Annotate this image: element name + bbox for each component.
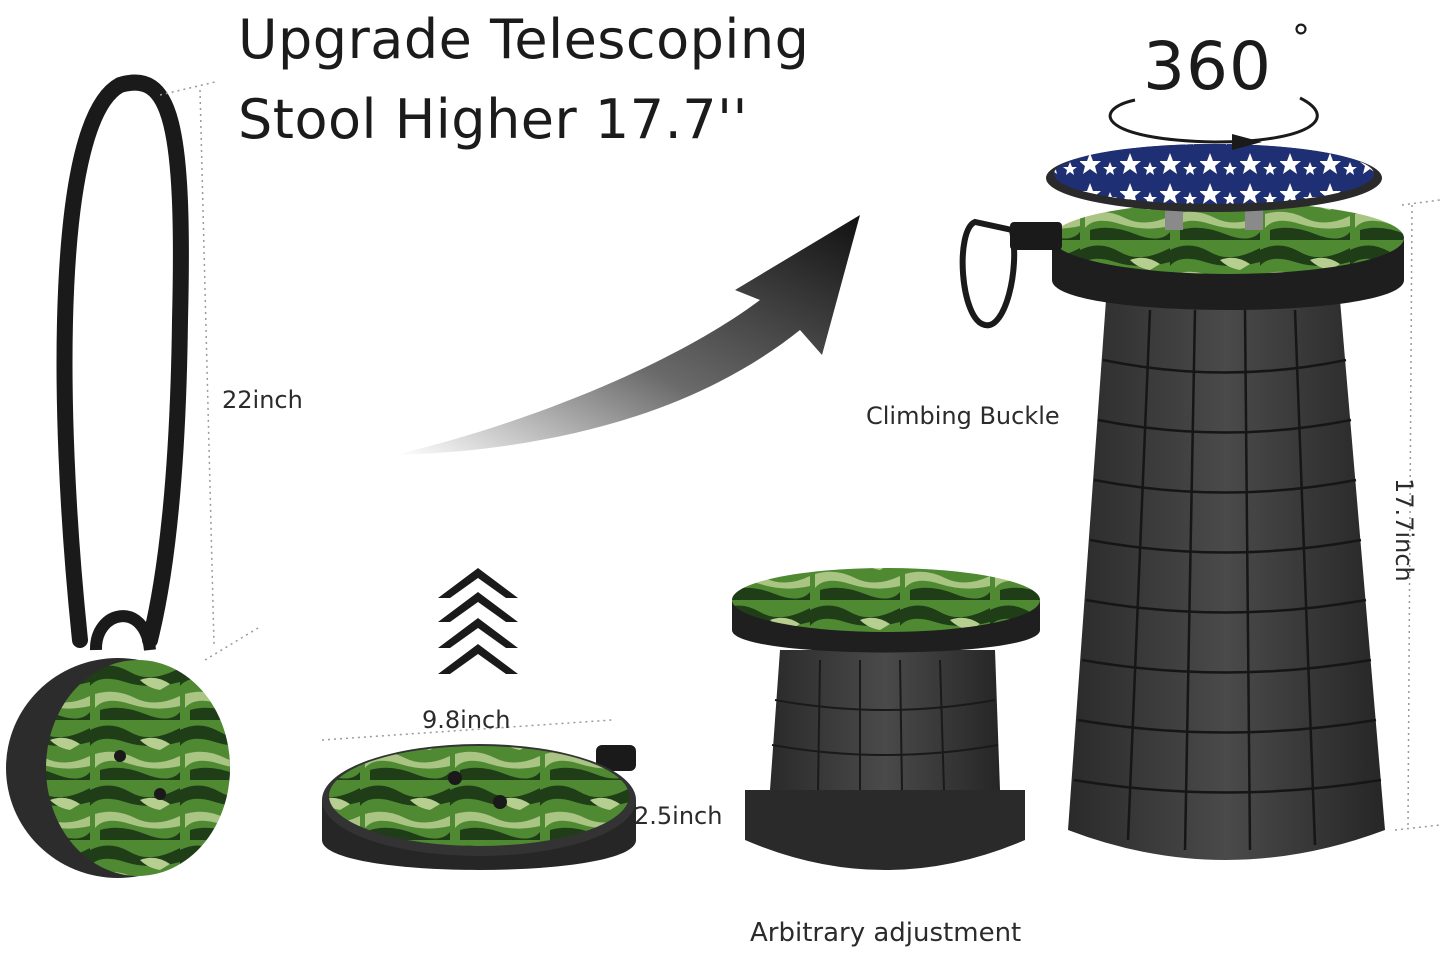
- folded-height-label: 2.5inch: [634, 802, 723, 830]
- rotation-unit: °: [1292, 18, 1310, 59]
- headline-line-2: Stool Higher 17.7'': [238, 88, 748, 151]
- headline-line-1: Upgrade Telescoping: [238, 8, 810, 71]
- arrow-graphic: [395, 215, 860, 455]
- headline: Upgrade Telescoping Stool Higher 17.7'': [238, 0, 878, 160]
- strap-length-label: 22inch: [222, 386, 303, 414]
- diameter-label: 9.8inch: [422, 706, 511, 734]
- tall-stool-illustration: [959, 144, 1404, 860]
- max-height-label: 17.7inch: [1390, 478, 1418, 582]
- rotation-value: 360: [1143, 28, 1272, 105]
- strap-stool-illustration: [6, 74, 230, 878]
- medium-stool-illustration: [732, 568, 1040, 870]
- dimension-lines: [159, 81, 1441, 831]
- chevron-up-icon: [438, 568, 518, 674]
- buckle-callout: Climbing Buckle: [866, 402, 1060, 430]
- rotate-icon: [1108, 96, 1319, 150]
- folded-stool-illustration: [322, 744, 636, 870]
- adjustment-callout: Arbitrary adjustment: [750, 918, 1022, 948]
